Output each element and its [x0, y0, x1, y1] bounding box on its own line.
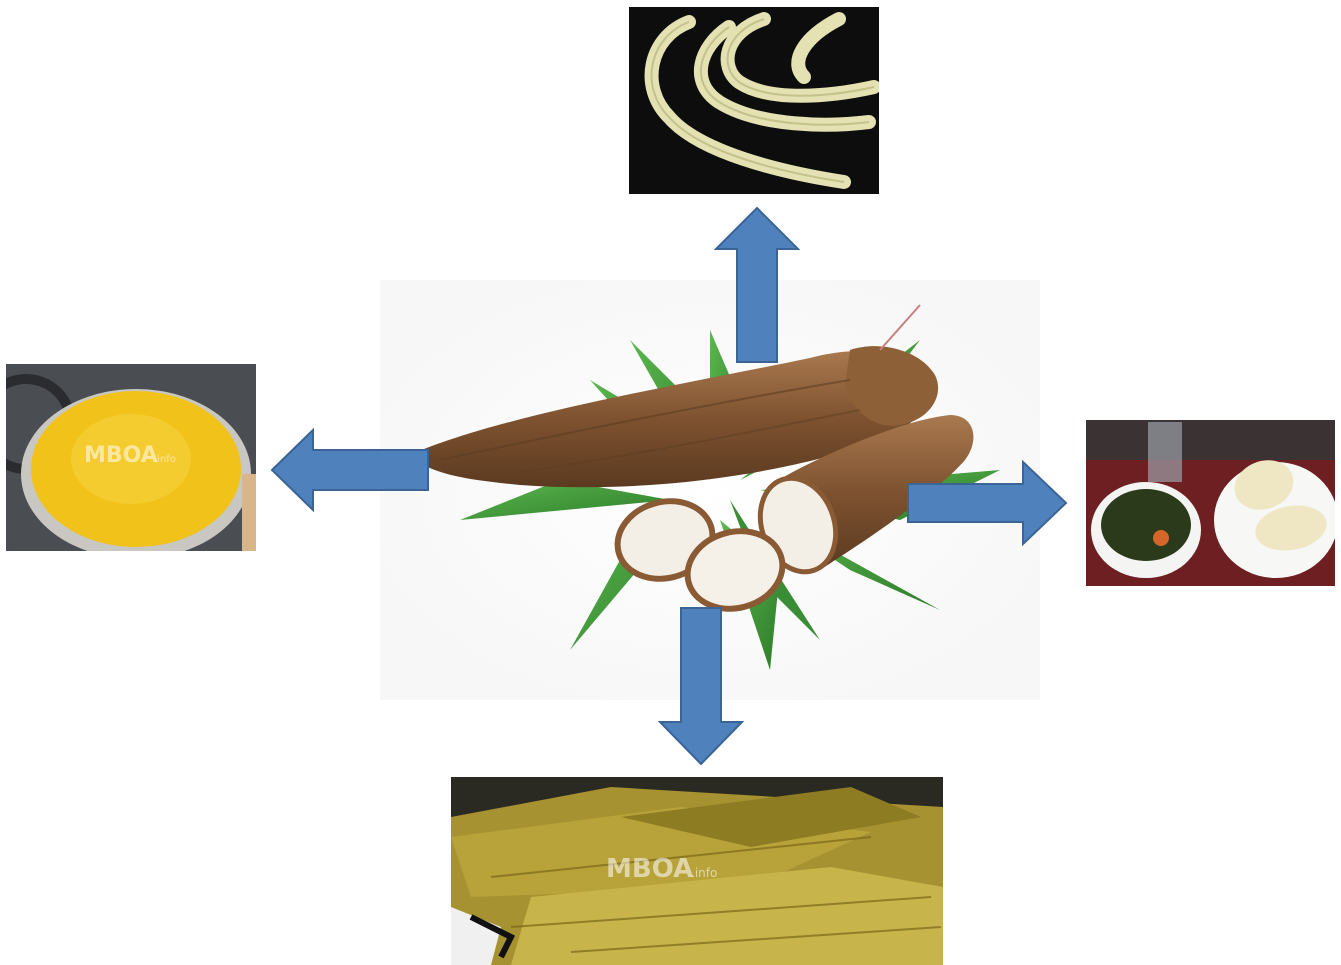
garri-flour-image: MBOA .info: [6, 364, 256, 551]
watermark-text: MBOA: [84, 443, 158, 468]
arrow-down: [658, 606, 744, 766]
arrow-left: [270, 428, 430, 512]
wrapped-cassava-illustration: MBOA .info: [451, 777, 943, 965]
cassava-sticks-image: [629, 7, 879, 194]
arrow-up: [714, 206, 800, 364]
cassava-sticks-illustration: [629, 7, 879, 194]
wrapped-cassava-image: MBOA .info: [451, 777, 943, 965]
watermark-suffix: .info: [691, 866, 717, 880]
arrow-right: [906, 460, 1068, 546]
garri-illustration: MBOA .info: [6, 364, 256, 551]
watermark-suffix: .info: [154, 454, 176, 465]
cassava-meal-illustration: [1086, 420, 1335, 586]
cassava-meal-image: [1086, 420, 1335, 586]
watermark-text: MBOA: [606, 854, 693, 884]
